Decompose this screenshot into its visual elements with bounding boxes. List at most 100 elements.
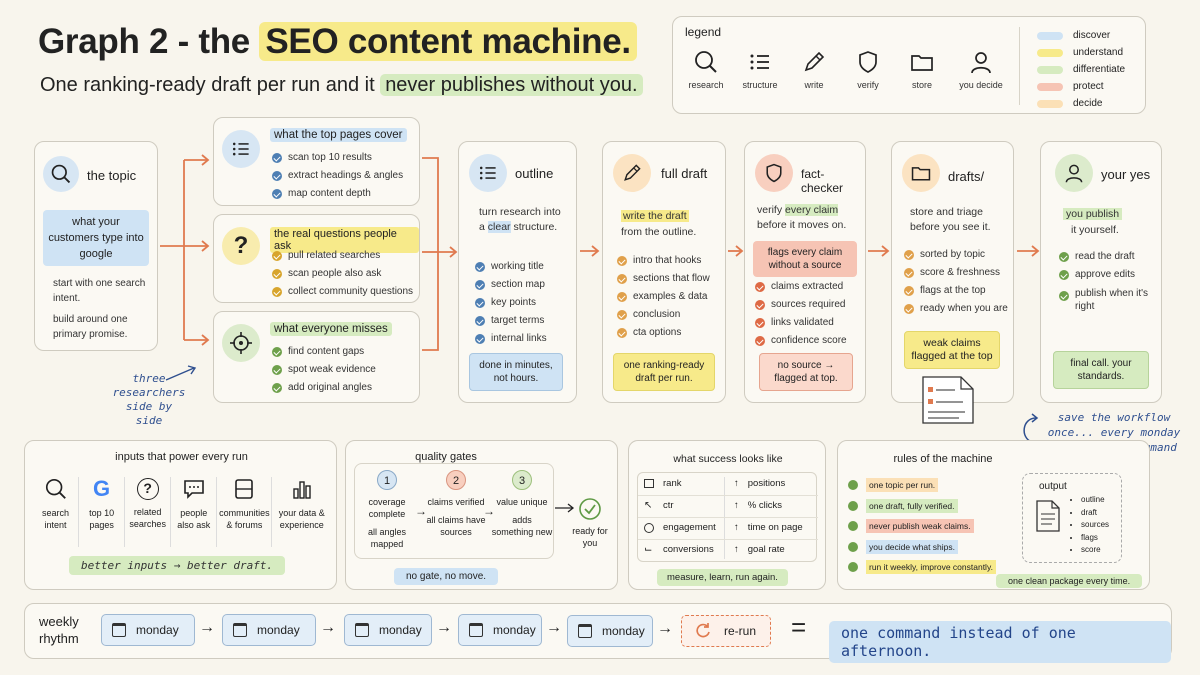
list-item: ready when you are bbox=[904, 300, 1008, 318]
list-item: draft bbox=[1081, 507, 1109, 520]
inputs-panel: inputs that power every run search inten… bbox=[24, 440, 337, 590]
calendar-icon bbox=[355, 623, 369, 637]
topic-card: the topic what your customers type into … bbox=[34, 141, 158, 351]
legend-color-protect: protect bbox=[1037, 78, 1125, 95]
outline-note: done in minutes, not hours. bbox=[469, 353, 563, 391]
swatch-differentiate bbox=[1037, 65, 1063, 74]
page-title: Graph 2 - the SEO content machine. bbox=[38, 22, 637, 62]
swatch-decide bbox=[1037, 99, 1063, 108]
list-item: scan top 10 results bbox=[272, 149, 403, 167]
topic-highlight: what your customers type into google bbox=[43, 210, 149, 266]
arrow-right-icon: → bbox=[199, 619, 215, 636]
list-item: collect community questions bbox=[272, 283, 413, 301]
question-icon: ? bbox=[136, 478, 159, 500]
target-icon-circle bbox=[222, 324, 260, 362]
input-item-communities: communities & forums bbox=[217, 477, 273, 547]
swatch-understand bbox=[1037, 48, 1063, 57]
flow-arrow bbox=[1017, 245, 1040, 257]
forum-icon bbox=[235, 479, 254, 499]
outline-desc: turn research into a clear structure. bbox=[479, 206, 561, 233]
rule-item: one topic per run. bbox=[848, 475, 996, 496]
pencil-icon bbox=[804, 51, 825, 72]
verify-icon-circle bbox=[755, 154, 793, 192]
list-item: internal links bbox=[475, 330, 547, 348]
list-item: spot weak evidence bbox=[272, 361, 376, 379]
rules-note: one clean package every time. bbox=[996, 574, 1143, 588]
researcher-list: scan top 10 results extract headings & a… bbox=[272, 149, 403, 203]
weekly-day-2: monday bbox=[222, 614, 316, 646]
list-item: outline bbox=[1081, 494, 1109, 507]
list-item: key points bbox=[475, 294, 547, 312]
fact-checker-list: claims extracted sources required links … bbox=[755, 278, 847, 350]
gate-2: 2 claims verified all claims have source… bbox=[423, 470, 489, 538]
check-icon bbox=[848, 521, 858, 532]
input-item-paa: people also ask bbox=[171, 477, 218, 547]
arrow-up-icon: ↑ bbox=[734, 544, 739, 555]
legend-divider bbox=[1019, 27, 1020, 105]
your-yes-title: your yes bbox=[1101, 167, 1151, 182]
flow-arrow bbox=[728, 245, 744, 257]
legend-title: legend bbox=[685, 25, 722, 39]
output-box: output outline draft sources flags score bbox=[1022, 473, 1122, 563]
legend-color-differentiate: differentiate bbox=[1037, 61, 1125, 78]
legend-item-write: write bbox=[789, 49, 839, 109]
gate-title: value unique bbox=[496, 497, 548, 507]
fact-checker-note: no source → flagged at top. bbox=[759, 353, 853, 391]
gate-desc: all claims have sources bbox=[426, 515, 486, 537]
list-item: read the draft bbox=[1059, 248, 1155, 266]
input-item-top-10: G top 10 pages bbox=[79, 476, 126, 547]
list-item: intro that hooks bbox=[617, 252, 710, 270]
calendar-icon bbox=[112, 623, 126, 637]
gate-desc: all angles mapped bbox=[367, 527, 407, 549]
output-title: output bbox=[1039, 481, 1067, 492]
researcher-list: pull related searches scan people also a… bbox=[272, 247, 413, 301]
gate-1: 1 coverage complete all angles mapped bbox=[355, 470, 419, 550]
legend-item-structure: structure bbox=[735, 49, 785, 109]
draft-icon-circle bbox=[613, 154, 651, 192]
drafts-card: drafts/ store and triage before you see … bbox=[891, 141, 1014, 403]
fact-checker-title: fact-checker bbox=[801, 167, 844, 195]
legend-color-understand: understand bbox=[1037, 44, 1125, 61]
list-item: cta options bbox=[617, 324, 710, 342]
legend-colors: discover understand differentiate protec… bbox=[1037, 27, 1125, 112]
arrow-up-icon: ↑ bbox=[734, 522, 739, 533]
list-icon bbox=[479, 166, 496, 180]
topic-icon-circle bbox=[43, 156, 79, 192]
arrow-right-icon: → bbox=[415, 504, 427, 518]
legend-item-research: research bbox=[681, 49, 731, 109]
weekly-tagline: one command instead of one afternoon. bbox=[829, 621, 1171, 663]
inputs-note: better inputs → better draft. bbox=[69, 556, 286, 575]
outline-list: working title section map key points tar… bbox=[475, 258, 547, 348]
rules-panel: rules of the machine one topic per run. … bbox=[837, 440, 1150, 590]
topic-title: the topic bbox=[87, 168, 137, 183]
list-item: working title bbox=[475, 258, 547, 276]
full-draft-title: full draft bbox=[661, 166, 708, 181]
gate-title: coverage complete bbox=[368, 497, 406, 519]
list-item: map content depth bbox=[272, 185, 403, 203]
list-item: pull related searches bbox=[272, 247, 413, 265]
person-icon bbox=[1065, 164, 1083, 183]
full-draft-list: intro that hooks sections that flow exam… bbox=[617, 252, 710, 342]
list-item: links validated bbox=[755, 314, 847, 332]
list-item: scan people also ask bbox=[272, 265, 413, 283]
legend-color-discover: discover bbox=[1037, 27, 1125, 44]
list-item: target terms bbox=[475, 312, 547, 330]
folder-icon bbox=[911, 167, 931, 181]
calendar-icon bbox=[233, 623, 247, 637]
search-icon bbox=[695, 51, 717, 73]
arrow-right-icon: → bbox=[483, 504, 495, 518]
trend-icon: ⌙ bbox=[644, 543, 653, 555]
success-row-rank: rank bbox=[644, 478, 681, 489]
rule-item: never publish weak claims. bbox=[848, 516, 996, 537]
list-item: find content gaps bbox=[272, 343, 376, 361]
success-row-conversions: ⌙conversions bbox=[644, 543, 714, 555]
legend-item-store: store bbox=[897, 49, 947, 109]
fan-out-arrows bbox=[160, 154, 210, 346]
your-yes-list: read the draft approve edits publish whe… bbox=[1059, 248, 1155, 313]
weekly-day-3: monday bbox=[344, 614, 432, 646]
shield-icon bbox=[766, 163, 782, 183]
equals-sign: = bbox=[791, 612, 807, 642]
google-icon: G bbox=[93, 476, 111, 501]
your-yes-note: final call. your standards. bbox=[1053, 351, 1149, 389]
